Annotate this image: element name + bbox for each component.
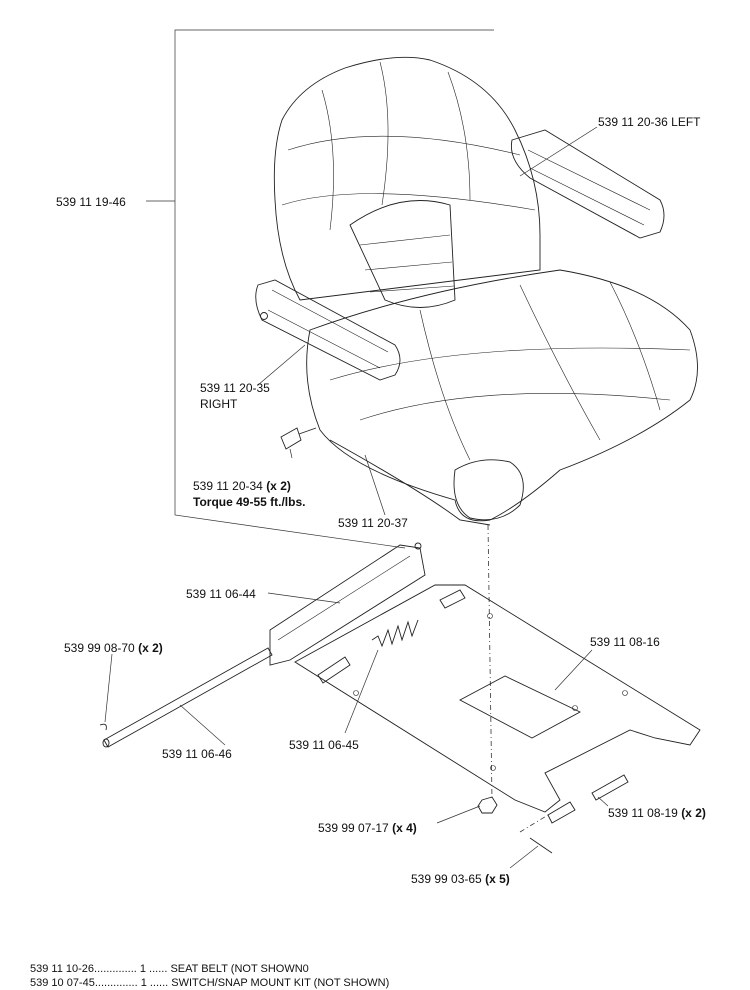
label-armrest-right-num: 539 11 20-35: [200, 381, 270, 395]
bracket: [269, 542, 426, 666]
pin: [547, 774, 629, 824]
pin-number: 539 11 08-19: [608, 806, 678, 820]
leader-seat-bottom: [364, 454, 386, 516]
label-clip: 539 99 08-70 (x 2): [64, 641, 163, 655]
label-torque: Torque 49-55 ft./lbs.: [193, 495, 306, 509]
leader-pin: [597, 796, 609, 807]
label-nut: 539 99 07-17 (x 4): [318, 821, 417, 835]
bolt-number: 539 11 20-34: [193, 479, 263, 493]
bolt: [280, 427, 317, 450]
cotter-pin: [519, 814, 553, 854]
assembly-bracket-line: [174, 29, 494, 549]
nut: [477, 796, 498, 814]
armrest-left: [510, 129, 665, 239]
label-seat-bottom: 539 11 20-37: [338, 516, 408, 530]
cotter-quantity: (x 5): [485, 872, 510, 886]
nut-number: 539 99 07-17: [318, 821, 389, 835]
label-rod: 539 11 06-46: [162, 747, 232, 761]
leader-bracket: [267, 592, 341, 604]
seat-cushion: [306, 269, 698, 526]
leader-cotter: [509, 845, 539, 869]
part-number: 539 10 07-45: [30, 977, 95, 989]
leader-clip: [104, 653, 113, 723]
label-spring: 539 11 06-45: [289, 738, 359, 752]
spring: [317, 589, 466, 684]
pin-quantity: (x 2): [681, 806, 706, 820]
label-armrest-left: 539 11 20-36 LEFT: [598, 115, 701, 129]
seat-back: [273, 56, 541, 308]
leader-spring: [344, 649, 379, 734]
nut-quantity: (x 4): [392, 821, 417, 835]
label-bracket: 539 11 06-44: [186, 587, 256, 601]
clip-number: 539 99 08-70: [64, 641, 135, 655]
centerline: [487, 524, 493, 801]
bolt-quantity: (x 2): [266, 479, 291, 493]
seat-plate: [294, 584, 701, 813]
label-pin: 539 11 08-19 (x 2): [608, 806, 706, 820]
cotter-number: 539 99 03-65: [411, 872, 482, 886]
parts-list-row: 539 11 10-26.............. 1 ...... SEAT…: [30, 963, 309, 975]
part-qty: 1: [139, 963, 146, 975]
part-desc: SWITCH/SNAP MOUNT KIT (NOT SHOWN): [171, 977, 390, 989]
label-cotter: 539 99 03-65 (x 5): [411, 872, 510, 886]
leader-armrest-left: [519, 126, 598, 177]
leader-seat-plate: [554, 649, 593, 691]
leader-armrest-right: [257, 344, 306, 386]
part-desc: SEAT BELT (NOT SHOWN0: [170, 963, 309, 975]
label-bolt: 539 11 20-34 (x 2): [193, 479, 291, 493]
rod: [99, 647, 273, 748]
label-armrest-right-side: RIGHT: [200, 397, 238, 411]
label-seat-plate: 539 11 08-16: [590, 635, 660, 649]
label-seat-assembly: 539 11 19-46: [56, 195, 126, 209]
armrest-right: [255, 279, 401, 381]
parts-list-row: 539 10 07-45.............. 1 ...... SWIT…: [30, 977, 390, 989]
part-number: 539 11 10-26: [30, 963, 95, 975]
clip-quantity: (x 2): [138, 641, 163, 655]
leader-rod: [179, 704, 226, 746]
leader-bolt: [289, 448, 293, 459]
leader-nut: [436, 805, 481, 824]
